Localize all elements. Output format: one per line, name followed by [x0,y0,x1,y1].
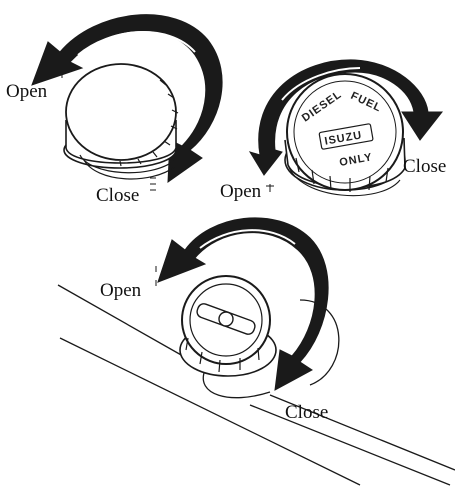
cap-left-panel [32,15,222,190]
cap-right-open-label: Open [220,182,261,201]
cap-right-body: DIESEL FUEL ISUZU ONLY [285,74,405,196]
cap-bottom-open-label: Open [100,281,141,300]
cap-bottom-panel [58,218,455,485]
cap-bottom-close-label: Close [285,403,328,422]
cap-left-open-label: Open [6,82,47,101]
cap-left-close-label: Close [96,186,139,205]
cap-right-close-label: Close [403,157,446,176]
cap-left-body [64,64,178,179]
